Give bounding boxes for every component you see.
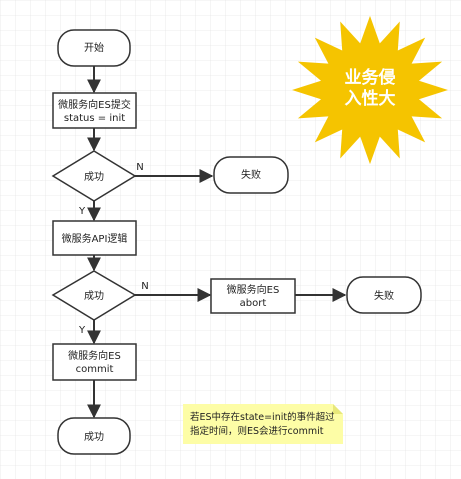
commit-process [52, 343, 137, 381]
badge-line1: 业务侵 [345, 67, 396, 88]
fail1-node [213, 156, 289, 194]
decision1-no-label: N [136, 162, 143, 173]
commit-label-line1: 微服务向ES [68, 349, 121, 362]
step2-process [52, 220, 137, 256]
note-body [183, 404, 343, 444]
decision1-label: 成功 [84, 171, 104, 183]
decision2-diamond [51, 270, 137, 321]
decision2-label: 成功 [84, 290, 104, 302]
fail1-label: 失败 [241, 168, 261, 181]
end-node [57, 417, 131, 455]
starburst-icon [292, 15, 448, 165]
badge-line2: 入性大 [345, 88, 396, 109]
note-line1: 若ES中存在state=init的事件超过 [190, 411, 335, 423]
commit-label-line2: commit [76, 364, 114, 375]
fail2-node [346, 276, 422, 314]
note-fold [333, 404, 343, 414]
note-line2: 指定时间，则ES会进行commit [190, 425, 324, 437]
start-label: 开始 [84, 41, 104, 54]
end-label: 成功 [84, 431, 104, 443]
abort-label-line2: abort [240, 298, 267, 309]
decision2-yes-label: Y [78, 325, 86, 336]
abort-process [210, 278, 296, 314]
step1-label-line2: status = init [64, 113, 125, 124]
warning-badge: 业务侵 入性大 [292, 15, 448, 165]
step1-label-line1: 微服务向ES提交 [58, 98, 131, 111]
decision1-yes-label: Y [78, 206, 86, 217]
decision2-no-label: N [141, 281, 148, 292]
fail2-label: 失败 [374, 289, 394, 302]
decision1-diamond [51, 150, 137, 202]
step2-label: 微服务API逻辑 [62, 232, 128, 245]
step1-process [52, 92, 137, 129]
start-node [57, 29, 131, 67]
sticky-note: 若ES中存在state=init的事件超过 指定时间，则ES会进行commit [183, 404, 343, 444]
connectors [87, 66, 347, 419]
abort-label-line1: 微服务向ES [227, 283, 280, 296]
